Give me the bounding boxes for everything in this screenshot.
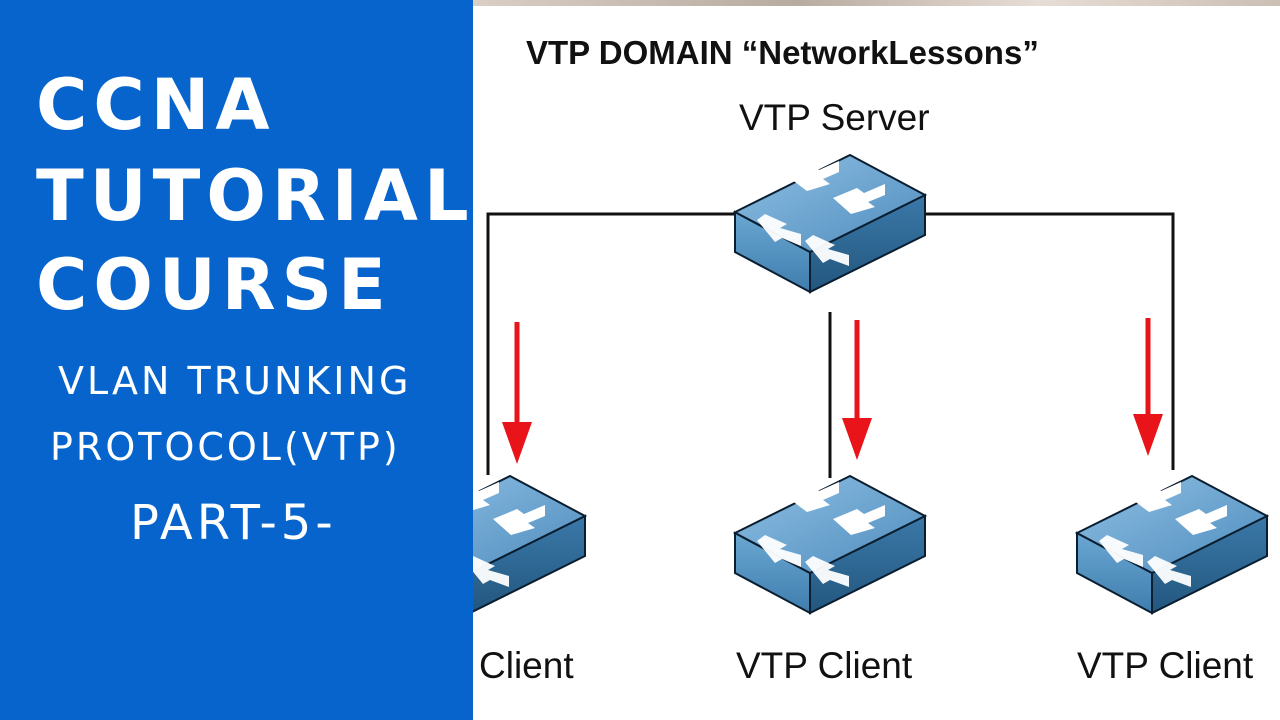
vtp-server-label: VTP Server [739, 97, 930, 138]
client-label-right: VTP Client [1077, 645, 1254, 686]
topic-line-2: PROTOCOL(VTP) [50, 425, 401, 469]
vtp-topology-diagram: VTP DOMAIN “NetworkLessons” VTP Server [473, 34, 1268, 686]
trunk-link-right [923, 212, 1175, 470]
client-label-left: Client [479, 645, 574, 686]
propagation-arrow-icon [502, 322, 532, 464]
course-title-line-1: CCNA [36, 64, 276, 146]
vtp-client-switch-icon [734, 475, 926, 614]
vtp-client-switch-icon [473, 475, 586, 614]
title-panel: CCNA TUTORIAL COURSE VLAN TRUNKING PROTO… [0, 0, 473, 720]
trunk-links [486, 212, 1175, 478]
course-title-line-3: COURSE [36, 244, 392, 326]
propagation-arrow-icon [1133, 318, 1163, 456]
top-photo-strip [473, 0, 1280, 6]
vtp-server-switch-icon [734, 154, 926, 293]
course-title-line-2: TUTORIAL [36, 155, 475, 237]
diagram-panel: VTP DOMAIN “NetworkLessons” VTP Server [473, 0, 1280, 720]
trunk-link-left [486, 212, 738, 475]
part-label: PART-5- [130, 495, 337, 551]
vtp-client-switch-icon [1076, 475, 1268, 614]
client-label-center: VTP Client [736, 645, 913, 686]
topic-line-1: VLAN TRUNKING [58, 359, 412, 403]
propagation-arrow-icon [842, 320, 872, 460]
vtp-domain-title: VTP DOMAIN “NetworkLessons” [526, 34, 1039, 71]
